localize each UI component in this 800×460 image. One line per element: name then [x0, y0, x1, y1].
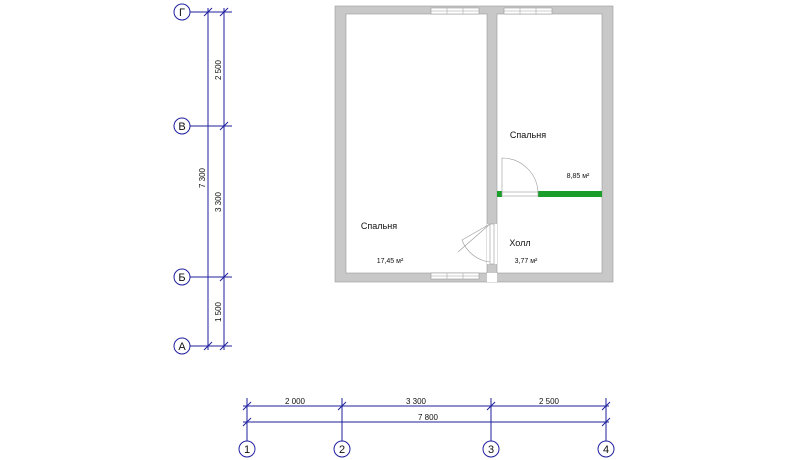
- tick: [203, 341, 213, 351]
- axis-label-1: 1: [244, 444, 250, 456]
- horizontal-dim-seg3: 2 500: [539, 397, 560, 406]
- room-area-bedroom-large: 17,45 м²: [377, 258, 404, 265]
- tick: [242, 417, 252, 427]
- axis-label-a: А: [178, 341, 186, 353]
- room-right-floor: [496, 13, 603, 274]
- axis-bubble-g: Г: [173, 3, 191, 21]
- window-top-right: [503, 7, 553, 15]
- horizontal-dim-seg2: 3 300: [406, 397, 427, 406]
- horizontal-dim-seg1: 2 000: [285, 397, 306, 406]
- horizontal-dim-total: 7 800: [418, 413, 439, 422]
- room-area-hall: 3,77 м²: [515, 258, 538, 265]
- axis-label-3: 3: [488, 444, 494, 456]
- vertical-dim-seg3: 1 500: [214, 301, 223, 322]
- building: Спальня 17,45 м² Спальня 8,85 м² Холл 3,…: [334, 5, 614, 283]
- horizontal-dimensions: 2 000 3 300 2 500 7 800 1 2 3 4: [238, 397, 615, 458]
- entrance-gap: [487, 273, 497, 282]
- axis-bubble-4: 4: [597, 440, 615, 458]
- axis-bubble-b: Б: [173, 268, 191, 286]
- tick: [601, 417, 611, 427]
- axis-bubble-3: 3: [482, 440, 500, 458]
- vertical-dim-seg1: 2 500: [214, 59, 223, 80]
- vertical-dim-total: 7 300: [198, 167, 207, 188]
- room-name-bedroom-large: Спальня: [361, 221, 397, 231]
- tick: [337, 401, 347, 411]
- axis-label-2: 2: [339, 444, 345, 456]
- tick: [219, 7, 229, 17]
- axis-label-v: В: [178, 121, 185, 133]
- tick: [219, 272, 229, 282]
- window-bottom-left: [430, 272, 480, 280]
- vertical-dimensions: 2 500 3 300 1 500 7 300 Г В Б А: [173, 3, 232, 355]
- room-bedroom-large-floor: [345, 13, 488, 274]
- partition-wall: [497, 191, 602, 197]
- tick: [203, 7, 213, 17]
- door-large-bedroom: [457, 223, 497, 265]
- tick: [242, 401, 252, 411]
- tick: [219, 341, 229, 351]
- axis-label-4: 4: [603, 444, 609, 456]
- vertical-dim-seg2: 3 300: [214, 191, 223, 212]
- tick: [486, 401, 496, 411]
- room-name-hall: Холл: [509, 238, 530, 248]
- axis-label-b: Б: [178, 272, 185, 284]
- axis-bubble-v: В: [173, 117, 191, 135]
- room-name-bedroom-small: Спальня: [510, 130, 546, 140]
- door-small-bedroom: [501, 157, 539, 197]
- axis-label-g: Г: [179, 7, 185, 19]
- tick: [219, 121, 229, 131]
- room-area-bedroom-small: 8,85 м²: [567, 173, 590, 180]
- tick: [601, 401, 611, 411]
- window-top-left: [430, 7, 480, 15]
- axis-bubble-2: 2: [333, 440, 351, 458]
- axis-bubble-1: 1: [238, 440, 256, 458]
- axis-bubble-a: А: [173, 337, 191, 355]
